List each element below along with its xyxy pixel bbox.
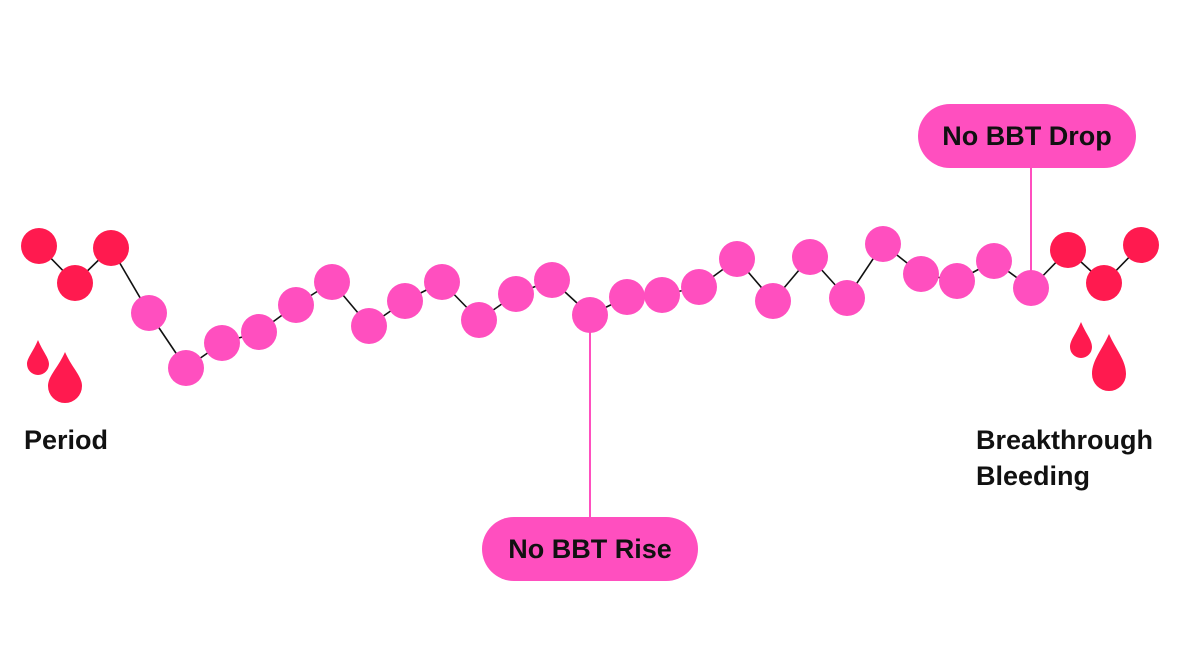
temperature-dot (314, 264, 350, 300)
temperature-dot (572, 297, 608, 333)
left-blood-drops-icon (27, 340, 82, 403)
temperature-dot (755, 283, 791, 319)
temperature-dot (424, 264, 460, 300)
temperature-dot (204, 325, 240, 361)
temperature-dot (278, 287, 314, 323)
period-label: Period (24, 425, 109, 455)
temperature-dot (829, 280, 865, 316)
temperature-dot (903, 256, 939, 292)
no-bbt-rise-callout: No BBT Rise (482, 517, 698, 581)
right-blood-drops-icon (1070, 322, 1126, 391)
small-blood-drop-icon (1070, 322, 1092, 358)
small-blood-drop-icon (27, 340, 49, 375)
temperature-dot (644, 277, 680, 313)
temperature-dot (498, 276, 534, 312)
temperature-dot (719, 241, 755, 277)
breakthrough-label-line-2: Bleeding (976, 461, 1091, 491)
large-blood-drop-icon (1092, 334, 1126, 391)
temperature-dot (241, 314, 277, 350)
bleeding-day-dot (21, 228, 57, 264)
bleeding-day-dot (1086, 265, 1122, 301)
temperature-dot (1013, 270, 1049, 306)
temperature-dots (21, 226, 1159, 386)
breakthrough-label-line-1: Breakthrough (976, 425, 1154, 455)
temperature-dot (609, 279, 645, 315)
temperature-dot (168, 350, 204, 386)
temperature-dot (387, 283, 423, 319)
no-bbt-drop-callout: No BBT Drop (918, 104, 1136, 168)
temperature-dot (461, 302, 497, 338)
bleeding-day-dot (93, 230, 129, 266)
large-blood-drop-icon (48, 352, 82, 403)
temperature-dot (939, 263, 975, 299)
bleeding-day-dot (57, 265, 93, 301)
temperature-dot (534, 262, 570, 298)
breakthrough-bleeding-label: Breakthrough Bleeding (976, 422, 1153, 494)
bleeding-day-dot (1123, 227, 1159, 263)
temperature-dot (131, 295, 167, 331)
temperature-dot (976, 243, 1012, 279)
bleeding-day-dot (1050, 232, 1086, 268)
temperature-dot (351, 308, 387, 344)
temperature-dot (865, 226, 901, 262)
temperature-dot (792, 239, 828, 275)
temperature-dot (681, 269, 717, 305)
